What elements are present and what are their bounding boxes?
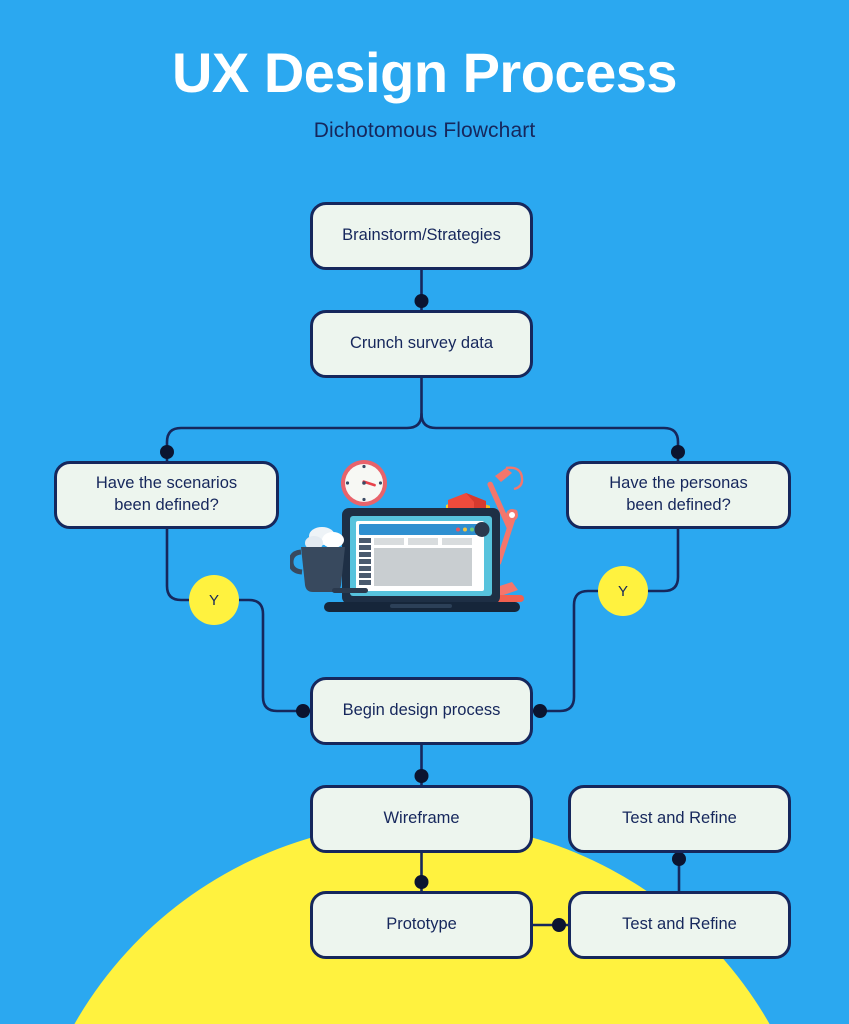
edge-crunch-split [165,376,423,463]
node-label: Begin design process [342,701,501,720]
node-brainstorm[interactable]: Brainstorm/Strategies [310,202,533,270]
edge-personas-yes [646,527,680,593]
connector-dot [552,918,566,932]
node-crunch-survey-data[interactable]: Crunch survey data [310,310,533,378]
node-test-and-refine-upper[interactable]: Test and Refine [568,785,791,853]
edge-crunch-split-right [420,412,680,463]
page-title: UX Design Process [171,41,678,104]
node-begin-design-process[interactable]: Begin design process [310,677,533,745]
wall-clock-icon [341,460,387,506]
decision-marker-yes-left[interactable]: Y [189,575,239,625]
node-label: Prototype [386,915,457,934]
connector-dot [160,445,174,459]
node-test-and-refine-lower[interactable]: Test and Refine [568,891,791,959]
connector-dot [414,769,429,783]
edge-yes-right-begin [531,589,600,713]
connector-dots [160,294,686,932]
connector-dot [414,294,429,308]
coffee-mug-icon [290,527,368,593]
edge-scenarios-yes [165,527,191,602]
laptop-icon [324,508,520,612]
header: UX Design Process Dichotomous Flowchart [0,0,849,143]
decision-marker-yes-right[interactable]: Y [598,566,648,616]
edge-yes-left-begin [237,598,312,713]
node-label: Wireframe [383,809,460,828]
node-label: Crunch survey data [349,334,494,353]
node-label: Brainstorm/Strategies [342,226,501,245]
node-label: Test and Refine [622,809,737,828]
connector-dot [296,704,310,718]
node-prototype[interactable]: Prototype [310,891,533,959]
decision-marker-label: Y [208,591,219,609]
desk-workspace-illustration [290,460,524,612]
connector-dot [414,875,429,889]
connector-dot [533,704,547,718]
page-subtitle: Dichotomous Flowchart [313,118,536,142]
connector-dot [672,852,686,866]
connector-dot [671,445,685,459]
node-label: Test and Refine [622,915,737,934]
decision-marker-label: Y [617,582,628,600]
node-wireframe[interactable]: Wireframe [310,785,533,853]
